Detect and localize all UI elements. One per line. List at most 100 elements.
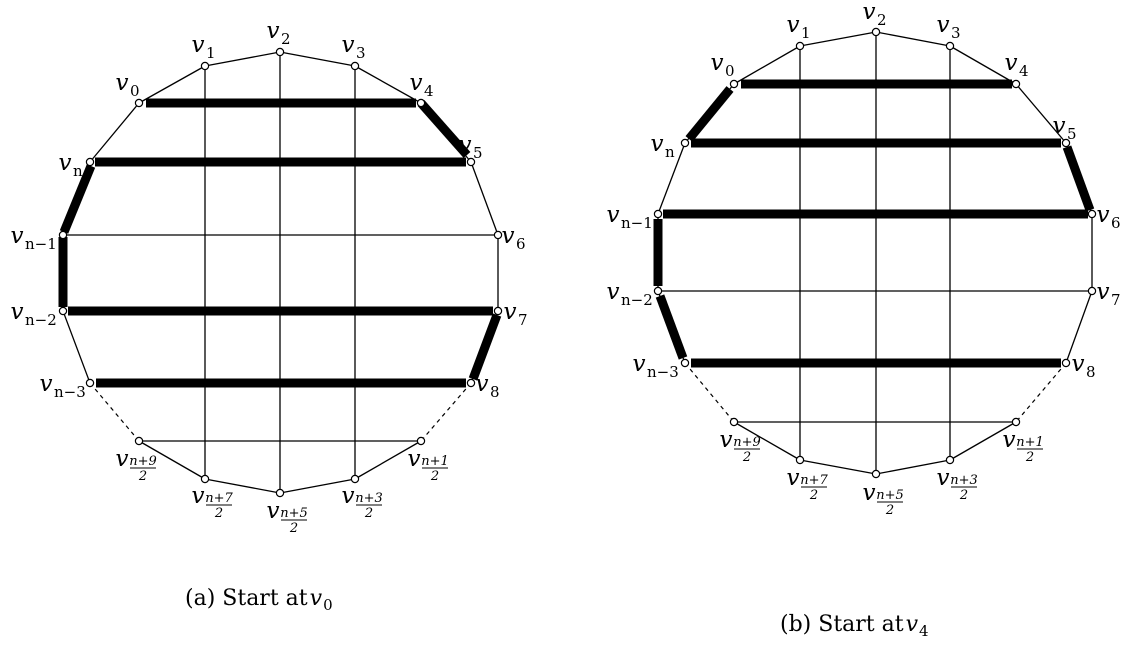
vertex-vf7 xyxy=(795,455,805,465)
vertex-vn xyxy=(85,157,95,167)
vertex-v5 xyxy=(466,157,476,167)
svg-text:2: 2 xyxy=(214,506,223,521)
edge-vn2-vn3 xyxy=(62,310,91,384)
svg-text:v: v xyxy=(116,446,129,472)
edge-vf9-vf7 xyxy=(138,440,206,480)
vertex-v4 xyxy=(416,98,426,108)
svg-text:v: v xyxy=(59,150,72,176)
svg-text:v: v xyxy=(863,480,876,506)
dashed-edge-v8-vf1 xyxy=(1015,362,1067,423)
svg-text:2: 2 xyxy=(138,469,147,484)
svg-text:0: 0 xyxy=(323,596,333,614)
vertex-vn1 xyxy=(653,209,663,219)
svg-text:n+3: n+3 xyxy=(355,491,383,506)
edge-v2-v3 xyxy=(279,51,356,67)
svg-text:v: v xyxy=(267,498,280,524)
vertex-vn1 xyxy=(58,230,68,240)
svg-text:v: v xyxy=(1072,351,1085,377)
svg-text:8: 8 xyxy=(490,383,500,401)
edge-v0-v1 xyxy=(138,65,206,104)
svg-text:2: 2 xyxy=(1025,450,1034,465)
svg-text:0: 0 xyxy=(725,62,735,80)
edge-v0-vn xyxy=(89,102,140,163)
svg-text:v: v xyxy=(192,483,205,509)
svg-text:2: 2 xyxy=(885,503,894,518)
edge-v5-v6 xyxy=(470,161,499,236)
svg-text:n: n xyxy=(665,143,675,161)
svg-text:n−1: n−1 xyxy=(25,235,57,253)
svg-text:0: 0 xyxy=(130,82,140,100)
svg-text:n: n xyxy=(73,162,83,180)
vertex-v6 xyxy=(493,230,503,240)
vertex-v4 xyxy=(1011,79,1021,89)
vertex-v7 xyxy=(493,306,503,316)
svg-text:v: v xyxy=(342,32,355,58)
svg-text:4: 4 xyxy=(424,82,434,100)
path-segment xyxy=(1062,145,1095,212)
svg-text:v: v xyxy=(787,465,800,491)
svg-text:v: v xyxy=(906,612,919,637)
vertex-v3 xyxy=(945,41,955,51)
svg-text:3: 3 xyxy=(951,24,961,42)
svg-text:v: v xyxy=(40,371,53,397)
svg-text:5: 5 xyxy=(1067,125,1077,143)
svg-text:v: v xyxy=(633,351,646,377)
path-segment xyxy=(685,86,734,142)
svg-text:n+5: n+5 xyxy=(876,488,904,503)
svg-text:6: 6 xyxy=(1111,214,1121,232)
svg-text:n−2: n−2 xyxy=(25,311,57,329)
svg-text:2: 2 xyxy=(959,488,968,503)
vertex-vf1 xyxy=(1011,417,1021,427)
svg-text:n+7: n+7 xyxy=(205,491,233,506)
edge-vf5-vf3 xyxy=(875,459,951,475)
vertex-vf9 xyxy=(729,417,739,427)
svg-text:v: v xyxy=(651,131,664,157)
vertex-vn2 xyxy=(58,306,68,316)
vertex-vf3 xyxy=(350,474,360,484)
vertex-v0 xyxy=(134,98,144,108)
svg-text:n−3: n−3 xyxy=(54,383,86,401)
path-segment xyxy=(59,164,96,234)
vertex-v5 xyxy=(1061,138,1071,148)
svg-text:2: 2 xyxy=(877,11,887,29)
svg-text:v: v xyxy=(410,70,423,96)
path-segment xyxy=(655,294,688,360)
svg-text:n+1: n+1 xyxy=(421,454,449,469)
svg-text:n+7: n+7 xyxy=(800,473,828,488)
svg-text:v: v xyxy=(711,50,724,76)
dashed-edge-v8-vf1 xyxy=(420,382,472,442)
vertex-v0 xyxy=(729,79,739,89)
svg-text:v: v xyxy=(502,223,515,249)
edge-vf9-vf7 xyxy=(733,421,801,461)
svg-text:(a) Start at: (a) Start at xyxy=(185,586,308,611)
svg-text:(b) Start at: (b) Start at xyxy=(780,612,904,637)
svg-text:v: v xyxy=(408,446,421,472)
vertex-vf9 xyxy=(134,436,144,446)
svg-text:1: 1 xyxy=(206,44,216,62)
svg-text:v: v xyxy=(192,32,205,58)
svg-text:5: 5 xyxy=(473,144,483,162)
svg-text:n−3: n−3 xyxy=(647,363,679,381)
edge-vn-vn1 xyxy=(657,142,686,215)
svg-text:n+5: n+5 xyxy=(280,506,308,521)
